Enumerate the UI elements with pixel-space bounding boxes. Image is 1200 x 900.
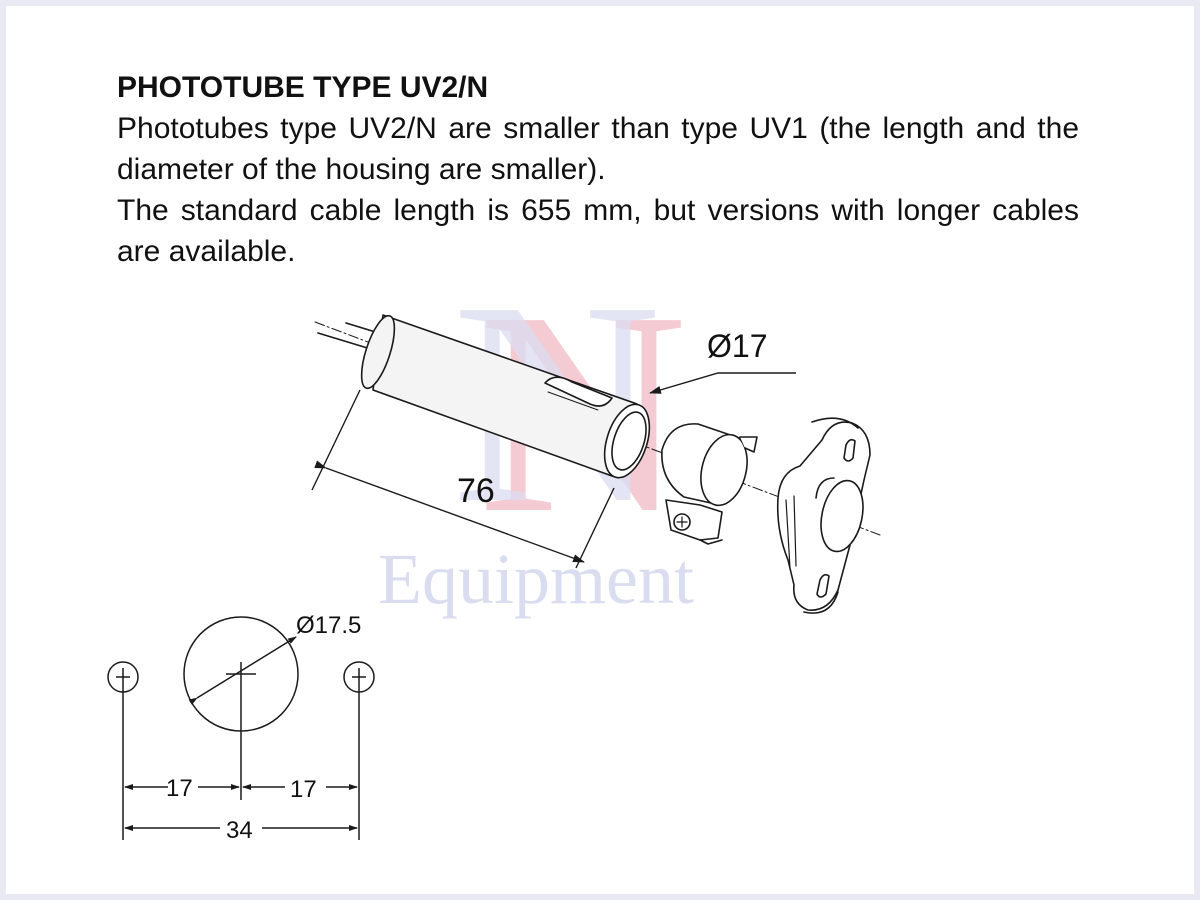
flange-hole-top xyxy=(843,438,856,462)
mounting-hole-drawing xyxy=(107,616,375,840)
tube-rear-end xyxy=(360,314,396,390)
diameter-leader xyxy=(649,372,796,394)
tube-front-inner xyxy=(611,411,647,471)
total-spacing-label: 34 xyxy=(226,817,253,844)
phototube-isometric xyxy=(314,314,881,614)
clamp-ring-front xyxy=(700,433,748,507)
hole-diameter-label: Ø17.5 xyxy=(296,612,361,639)
watermark-word: Equipment xyxy=(378,539,694,619)
tube-slot xyxy=(544,376,613,407)
flange-bore xyxy=(820,479,864,553)
hole-diameter-line xyxy=(188,636,297,705)
length-dimension xyxy=(311,389,615,569)
right-spacing-label: 17 xyxy=(290,776,317,803)
description-block: PHOTOTUBE TYPE UV2/N Phototubes type UV2… xyxy=(117,68,1079,272)
length-label: 76 xyxy=(457,472,495,510)
page-title: PHOTOTUBE TYPE UV2/N xyxy=(117,71,489,104)
tube-front-opening xyxy=(603,403,651,479)
flange-hole-bottom xyxy=(816,573,830,598)
description-paragraph-1: Phototubes type UV2/N are smaller than t… xyxy=(117,112,1079,186)
diameter-label: Ø17 xyxy=(707,328,767,364)
description-paragraph-2: The standard cable length is 655 mm, but… xyxy=(117,194,1079,268)
left-spacing-label: 17 xyxy=(166,775,193,802)
